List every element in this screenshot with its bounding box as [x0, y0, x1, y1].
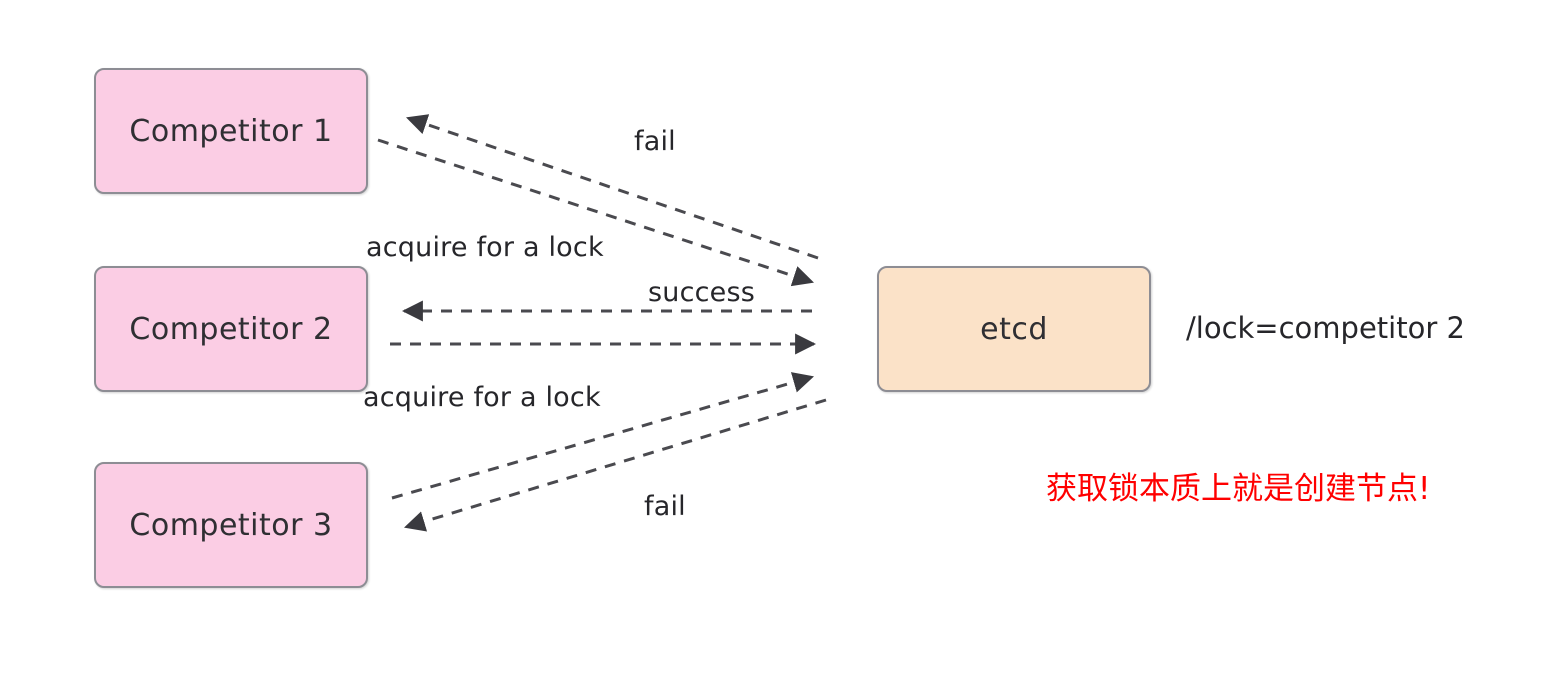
node-competitor-3[interactable]: Competitor 3	[94, 462, 368, 588]
edge-label-acquire-bottom: acquire for a lock	[363, 382, 601, 413]
edge-label-acquire-top: acquire for a lock	[366, 232, 604, 263]
node-competitor-1-label: Competitor 1	[129, 113, 333, 149]
edge-competitor3-to-etcd	[391, 372, 815, 500]
node-competitor-1[interactable]: Competitor 1	[94, 68, 368, 194]
annotation-lock-key: /lock=competitor 2	[1186, 311, 1465, 345]
edge-label-fail-bottom: fail	[644, 491, 686, 522]
node-etcd[interactable]: etcd	[877, 266, 1151, 392]
edge-label-fail-top: fail	[634, 126, 676, 157]
node-competitor-3-label: Competitor 3	[129, 507, 333, 543]
edge-etcd-to-competitor1	[406, 114, 819, 260]
edge-competitor1-to-etcd	[377, 138, 814, 287]
node-etcd-label: etcd	[980, 311, 1048, 347]
node-competitor-2-label: Competitor 2	[129, 311, 333, 347]
edge-etcd-to-competitor3	[403, 398, 827, 532]
annotation-warning: 获取锁本质上就是创建节点!	[1046, 471, 1431, 507]
edge-label-success: success	[648, 277, 756, 308]
node-competitor-2[interactable]: Competitor 2	[94, 266, 368, 392]
